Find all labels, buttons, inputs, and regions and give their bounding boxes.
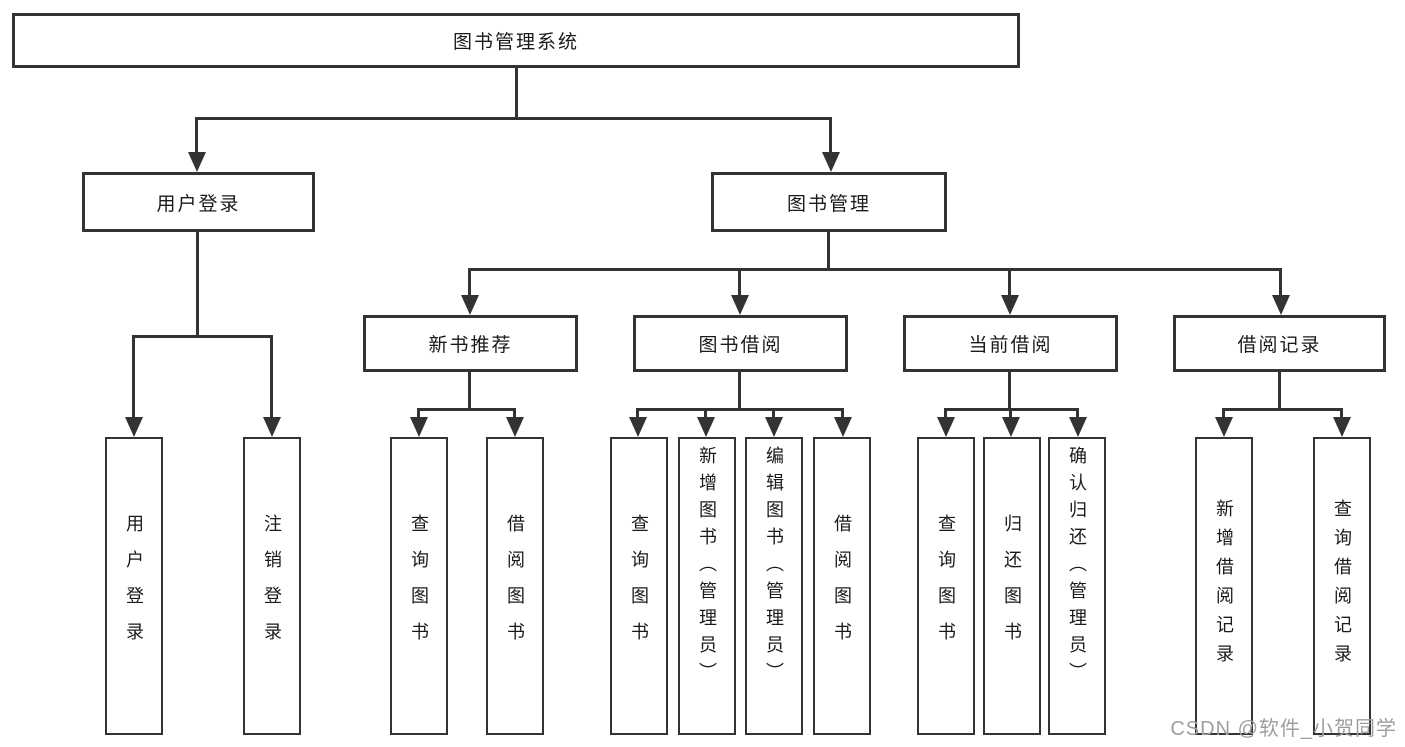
csdn-watermark: CSDN @软件_小贺同学 [1170, 718, 1397, 740]
arrow-down-icon [1272, 295, 1290, 315]
leaf-current-confirm-return-admin: 确认归还（管理员） [1048, 437, 1106, 735]
connector-line [419, 408, 515, 411]
leaf-record-add-borrow-record: 新增借阅记录 [1195, 437, 1253, 735]
arrow-down-icon [461, 295, 479, 315]
arrow-down-icon [1001, 295, 1019, 315]
connector-line [1008, 268, 1011, 297]
node-book-management-branch: 图书管理 [711, 172, 947, 232]
leaf-label: 用户登录 [124, 514, 144, 658]
connector-line [827, 232, 830, 268]
node-label: 图书管理系统 [452, 32, 579, 53]
leaf-record-query-borrow-record: 查询借阅记录 [1313, 437, 1371, 735]
connector-line [270, 335, 273, 419]
node-label: 用户登录 [156, 193, 241, 215]
arrow-down-icon [1333, 417, 1351, 437]
leaf-label: 查询图书 [936, 514, 956, 658]
connector-line [1224, 408, 1342, 411]
connector-line [134, 335, 272, 338]
node-book-borrow: 图书借阅 [633, 315, 848, 372]
connector-line [1222, 408, 1225, 419]
leaf-borrow-query-book: 查询图书 [610, 437, 668, 735]
connector-line [1279, 268, 1282, 297]
arrow-down-icon [1002, 417, 1020, 437]
connector-line [638, 408, 843, 411]
connector-line [197, 117, 831, 120]
leaf-newbook-query-book: 查询图书 [390, 437, 448, 735]
leaf-label: 借阅图书 [832, 514, 852, 658]
connector-line [1340, 408, 1343, 419]
node-label: 图书管理 [786, 193, 871, 215]
connector-line [196, 232, 199, 335]
arrow-down-icon [765, 417, 783, 437]
arrow-down-icon [410, 417, 428, 437]
connector-line [195, 117, 198, 154]
arrow-down-icon [834, 417, 852, 437]
arrow-down-icon [697, 417, 715, 437]
node-new-book-recommend: 新书推荐 [363, 315, 578, 372]
connector-line [468, 268, 471, 297]
connector-line [1076, 408, 1079, 419]
node-current-borrow: 当前借阅 [903, 315, 1118, 372]
leaf-label: 注销登录 [262, 514, 282, 658]
connector-line [738, 268, 741, 297]
connector-line [772, 408, 775, 419]
node-label: 图书借阅 [698, 335, 783, 356]
leaf-label: 新增图书（管理员） [697, 446, 717, 689]
leaf-label: 新增借阅记录 [1214, 499, 1234, 673]
leaf-label: 查询图书 [629, 514, 649, 658]
arrow-down-icon [1215, 417, 1233, 437]
connector-line [704, 408, 707, 419]
connector-line [513, 408, 516, 419]
node-label: 当前借阅 [968, 335, 1053, 356]
node-library-system: 图书管理系统 [12, 13, 1020, 68]
leaf-borrow-borrow-book: 借阅图书 [813, 437, 871, 735]
node-user-login-branch: 用户登录 [82, 172, 315, 232]
leaf-label: 确认归还（管理员） [1067, 446, 1087, 689]
connector-line [944, 408, 947, 419]
arrow-down-icon [822, 152, 840, 172]
connector-line [946, 408, 1078, 411]
leaf-borrow-add-book-admin: 新增图书（管理员） [678, 437, 736, 735]
connector-line [515, 68, 518, 117]
leaf-current-query-book: 查询图书 [917, 437, 975, 735]
leaf-label: 借阅图书 [505, 514, 525, 658]
connector-line [636, 408, 639, 419]
leaf-label: 归还图书 [1002, 514, 1022, 658]
leaf-borrow-edit-book-admin: 编辑图书（管理员） [745, 437, 803, 735]
leaf-label: 编辑图书（管理员） [764, 446, 784, 689]
connector-line [1009, 408, 1012, 419]
node-label: 新书推荐 [428, 335, 513, 356]
leaf-user-login: 用户登录 [105, 437, 163, 735]
leaf-label: 查询图书 [409, 514, 429, 658]
arrow-down-icon [506, 417, 524, 437]
arrow-down-icon [1069, 417, 1087, 437]
arrow-down-icon [629, 417, 647, 437]
node-borrow-record: 借阅记录 [1173, 315, 1386, 372]
connector-line [1008, 372, 1011, 408]
arrow-down-icon [125, 417, 143, 437]
connector-line [470, 268, 1281, 271]
leaf-current-return-book: 归还图书 [983, 437, 1041, 735]
connector-line [829, 117, 832, 154]
arrow-down-icon [188, 152, 206, 172]
arrow-down-icon [731, 295, 749, 315]
arrow-down-icon [263, 417, 281, 437]
leaf-newbook-borrow-book: 借阅图书 [486, 437, 544, 735]
arrow-down-icon [937, 417, 955, 437]
node-label: 借阅记录 [1237, 335, 1322, 356]
connector-line [417, 408, 420, 419]
connector-line [468, 372, 471, 408]
leaf-label: 查询借阅记录 [1332, 499, 1352, 673]
connector-line [841, 408, 844, 419]
connector-line [1278, 372, 1281, 408]
leaf-logout: 注销登录 [243, 437, 301, 735]
connector-line [132, 335, 135, 419]
connector-line [738, 372, 741, 408]
